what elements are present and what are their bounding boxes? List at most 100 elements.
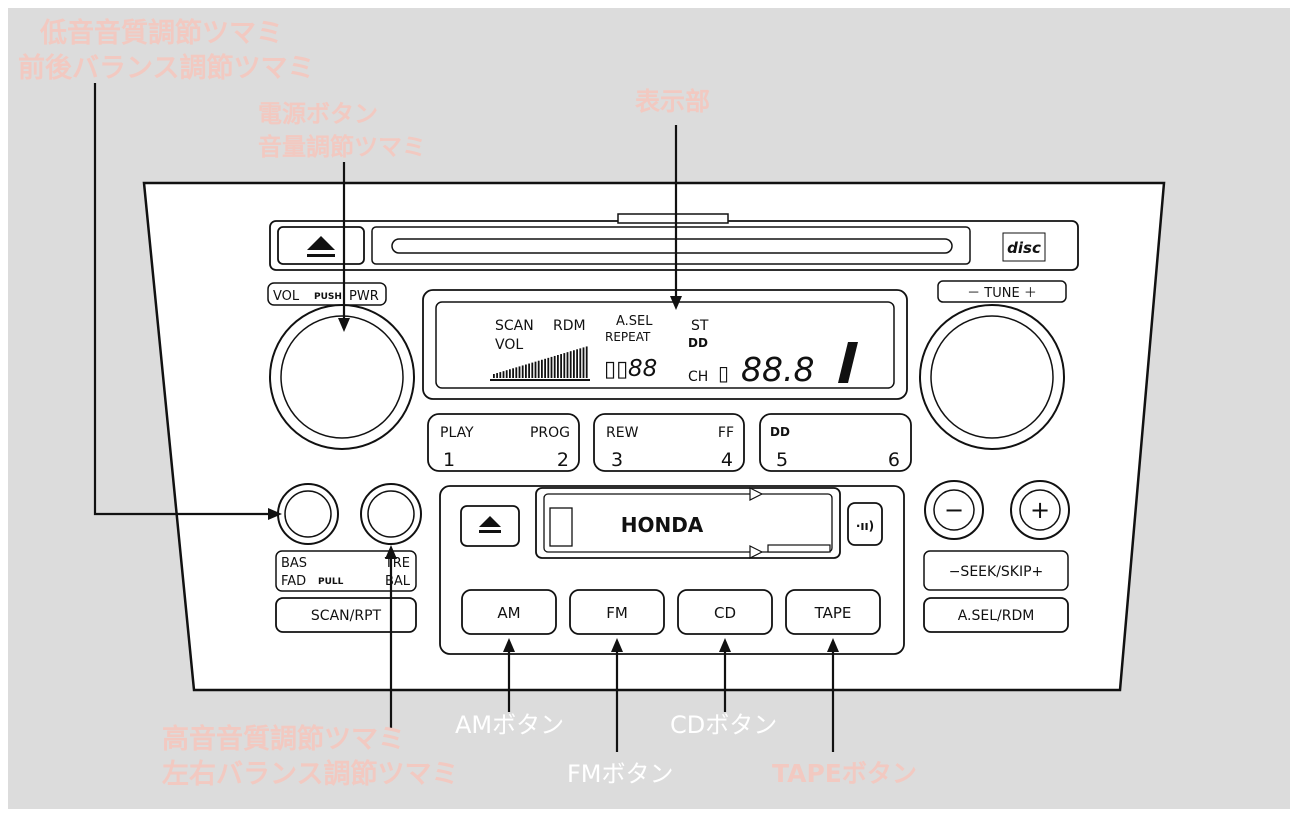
arrowheads	[268, 296, 839, 652]
preset-3-dolby-icon: DD	[770, 425, 790, 439]
cd-label: CD	[714, 604, 736, 622]
callout-display: 表示部	[635, 87, 710, 116]
volume-bar-segment	[547, 357, 550, 378]
signal-indicator	[838, 342, 858, 383]
preset-1-number-right: 2	[557, 449, 569, 471]
leader-lines	[93, 83, 835, 752]
volume-bar-segment	[573, 350, 575, 378]
display-scan: SCAN	[495, 318, 534, 334]
callout-fm: FMボタン	[567, 760, 674, 788]
preset-1-number-left: 1	[443, 449, 455, 471]
volume-bar-segment	[566, 352, 569, 378]
preset-1-top-left: PLAY	[440, 425, 474, 441]
asel-rdm-button[interactable]	[923, 597, 1069, 633]
seek-plus-inner	[1019, 489, 1061, 531]
volume-bar-segment	[496, 373, 498, 378]
display-freq-digits: 88.8	[741, 350, 814, 389]
leader-bass	[93, 83, 272, 516]
honda-logo: HONDA	[621, 513, 704, 537]
cassette-reel-window	[549, 507, 573, 547]
volume-bar-segment	[521, 365, 524, 378]
arrowhead-fm	[611, 638, 623, 652]
seek-skip-label: −SEEK/SKIP+	[949, 564, 1044, 580]
volume-bar-segment	[560, 354, 562, 378]
volume-bar-segment	[553, 355, 556, 378]
preset-button-3-4[interactable]	[593, 413, 745, 472]
eject-icon-bar	[307, 254, 335, 257]
display-rdm: RDM	[553, 318, 586, 334]
volume-bar-segment	[525, 364, 527, 378]
cassette-notch-bottom	[749, 545, 764, 559]
cassette-notch-top	[749, 487, 764, 501]
volume-bar-segment	[579, 348, 582, 378]
volume-bar-segment	[518, 366, 521, 378]
preset-1-top-right: PROG	[530, 425, 570, 441]
fm-label: FM	[606, 604, 628, 622]
eject-icon	[307, 236, 335, 250]
tape-button[interactable]	[785, 589, 881, 635]
preset-2-top-left: REW	[606, 425, 639, 441]
tape-eject-icon	[479, 516, 501, 527]
vol-label: VOL	[273, 289, 300, 304]
seek-skip-label-frame	[923, 550, 1069, 591]
pwr-label: PWR	[349, 289, 379, 304]
tape-eject-icon-bar	[479, 530, 501, 533]
volume-bar-segment	[585, 346, 588, 378]
arrowhead-bass	[268, 508, 282, 520]
cassette-window	[543, 493, 833, 553]
sound-waves-icon: ·ıı)	[856, 519, 874, 533]
arrowhead-power	[338, 318, 350, 332]
vol-pwr-label-frame	[267, 282, 387, 306]
callout-bass-line1: 低音音質調節ツマミ	[39, 17, 283, 49]
cd-button[interactable]	[677, 589, 773, 635]
push-label: PUSH	[314, 292, 342, 302]
display-repeat: REPEAT	[605, 330, 651, 344]
tape-program-button[interactable]	[847, 502, 883, 546]
tune-knob-inner	[930, 315, 1054, 439]
cd-slot	[391, 238, 953, 254]
tune-label: － TUNE ＋	[967, 286, 1037, 301]
preset-2-number-left: 3	[611, 449, 623, 471]
bas-label: BAS	[281, 556, 307, 571]
scan-rpt-button[interactable]	[275, 597, 417, 633]
volume-bar-segment	[550, 356, 553, 378]
arrowhead-tape	[827, 638, 839, 652]
display-screen	[435, 301, 895, 389]
display-freq-prefix: ▯	[718, 361, 729, 385]
volume-bar-segment	[557, 355, 559, 378]
callout-am: AMボタン	[455, 711, 564, 739]
volume-bar-segment	[528, 363, 530, 378]
preset-button-1-2[interactable]	[427, 413, 580, 472]
seek-minus-inner	[933, 489, 975, 531]
callout-cd: CDボタン	[670, 711, 777, 739]
tape-label: TAPE	[814, 604, 852, 622]
preset-2-number-right: 4	[721, 449, 733, 471]
preset-button-5-6[interactable]	[759, 413, 912, 472]
arrowhead-treble	[385, 545, 397, 559]
callout-treble-line2: 左右バランス調節ツマミ	[162, 758, 458, 790]
display-vol: VOL	[495, 337, 523, 353]
am-button[interactable]	[461, 589, 557, 635]
arrowhead-display	[670, 296, 682, 310]
volume-bar-segment	[509, 369, 511, 378]
preset-3-number-left: 5	[776, 449, 788, 471]
volume-bar-segment	[534, 361, 537, 378]
bas-fad-label-frame	[275, 550, 417, 592]
volume-bar-segment	[563, 353, 566, 378]
display-track-digits: 88	[628, 356, 657, 382]
volume-bar-segment	[569, 351, 572, 378]
fm-button[interactable]	[569, 589, 665, 635]
arrowhead-am	[503, 638, 515, 652]
slot-tab	[617, 213, 729, 224]
volume-bar-segment	[541, 359, 543, 378]
volume-bar-segment	[537, 360, 540, 378]
pull-label: PULL	[318, 577, 344, 587]
am-label: AM	[497, 604, 520, 622]
volume-bar-segment	[544, 358, 546, 378]
volume-bar-baseline	[490, 379, 590, 381]
minus-icon: −	[944, 496, 964, 524]
display-asel: A.SEL	[616, 314, 653, 329]
plus-icon: +	[1030, 496, 1050, 524]
volume-bar-segment	[512, 368, 514, 378]
